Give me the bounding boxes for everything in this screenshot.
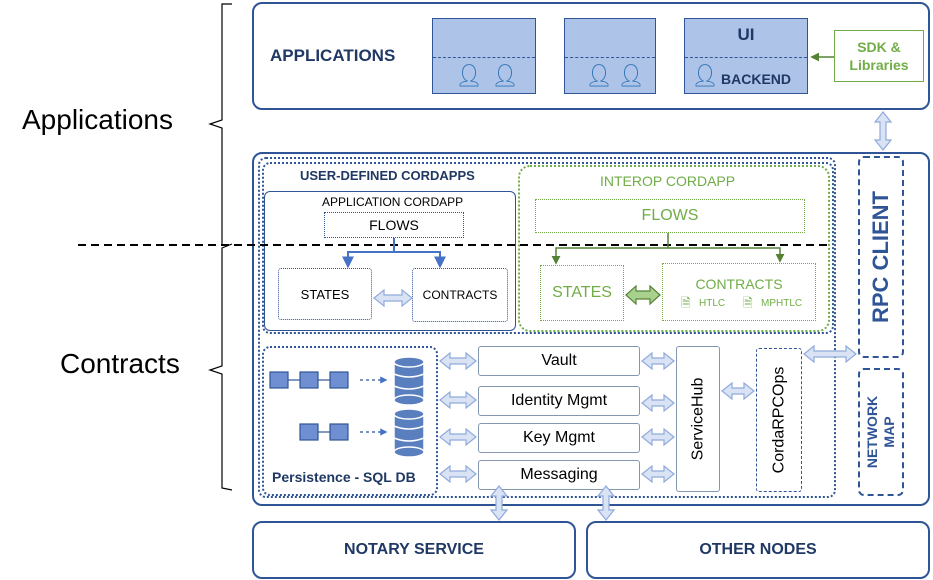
hub-rpcops-arrow — [721, 381, 755, 401]
persistence-box — [262, 346, 438, 496]
contracts-brace — [208, 243, 233, 491]
flows-to-states-arrow — [342, 238, 395, 269]
notary-service-label: NOTARY SERVICE — [344, 541, 484, 558]
messaging-othernodes-arrow — [596, 485, 616, 521]
vault-hub-arrow — [641, 351, 675, 371]
applications-title: APPLICATIONS — [270, 46, 396, 65]
interop-cordapp-title: INTEROP CORDAPP — [600, 173, 736, 189]
chain-row-2 — [299, 423, 388, 441]
vault-box: Vault — [478, 346, 640, 376]
mphtlc-label: MPHTLC — [761, 298, 803, 309]
node-inner-container — [258, 157, 836, 498]
sdk-label: SDK & — [857, 39, 901, 55]
flows-to-contracts-arrow — [394, 251, 446, 269]
rpc-client-box: RPC CLIENT — [858, 156, 904, 358]
document-icon: 🗎︎ — [681, 296, 691, 310]
identity-mgmt-label: Identity Mgmt — [510, 392, 608, 409]
database-icon — [393, 408, 425, 458]
key-mgmt-label: Key Mgmt — [522, 429, 595, 446]
user-defined-cordapps-box — [262, 162, 834, 334]
app-box-1: 👤︎ 👤︎ — [432, 18, 536, 94]
user-icon: 👤︎ — [585, 63, 613, 88]
states-label: STATES — [300, 286, 350, 302]
app-box-divider — [433, 57, 535, 58]
corda-rpc-ops-box: CordaRPCOps — [756, 348, 802, 492]
persistence-key-arrow — [439, 427, 477, 447]
user-icon: 👤︎ — [455, 63, 483, 88]
identity-mgmt-box: Identity Mgmt — [478, 386, 640, 416]
app-box-divider — [565, 57, 655, 58]
interop-flows-to-contracts-arrow — [668, 247, 785, 263]
ui-label: UI — [737, 25, 755, 44]
persistence-label: Persistence - SQL DB — [272, 469, 416, 485]
interop-states-contracts-arrow — [625, 284, 661, 306]
flows-label: FLOWS — [369, 217, 419, 233]
interop-contracts-box: CONTRACTS 🗎︎ HTLC 🗎︎ MPHTLC — [662, 263, 816, 321]
interop-flows-box: FLOWS — [535, 199, 805, 233]
contracts-side-label: Contracts — [60, 348, 180, 379]
notary-service-box: NOTARY SERVICE — [252, 521, 576, 579]
messaging-label: Messaging — [520, 466, 598, 483]
application-cordapp-box — [264, 191, 516, 331]
user-icon: 👤︎ — [617, 63, 645, 88]
backend-label: BACKEND — [721, 71, 791, 87]
interop-states-label: STATES — [552, 284, 612, 301]
user-icon: 👤︎ — [691, 63, 719, 88]
interop-flows-label: FLOWS — [641, 207, 699, 224]
other-nodes-label: OTHER NODES — [699, 541, 817, 558]
key-hub-arrow — [641, 427, 675, 447]
persistence-vault-arrow — [439, 351, 477, 371]
app-box-ui-backend: UI 👤︎ BACKEND — [684, 18, 808, 94]
contracts-label: CONTRACTS — [422, 288, 498, 302]
rpcops-rpcclient-arrow — [803, 344, 857, 364]
libraries-label: Libraries — [849, 57, 909, 73]
app-rpc-arrow — [873, 111, 893, 151]
identity-hub-arrow — [641, 393, 675, 413]
interop-states-box: STATES — [540, 265, 624, 321]
persistence-messaging-arrow — [439, 464, 477, 484]
applications-brace — [208, 3, 232, 244]
interop-flows-to-states-arrow — [551, 233, 669, 265]
htlc-label: HTLC — [699, 298, 726, 309]
contracts-box: CONTRACTS — [412, 268, 508, 322]
flows-box: FLOWS — [324, 212, 464, 238]
interop-cordapp-box — [518, 165, 830, 332]
app-box-divider — [685, 57, 807, 58]
user-defined-cordapps-title: USER-DEFINED CORDAPPS — [300, 168, 475, 183]
states-contracts-arrow — [373, 288, 413, 308]
user-icon: 👤︎ — [491, 63, 519, 88]
other-nodes-box: OTHER NODES — [586, 521, 930, 579]
network-map-box: NETWORK MAP — [858, 368, 904, 496]
database-icon — [393, 356, 425, 406]
states-box: STATES — [278, 268, 372, 320]
chain-row-1 — [269, 371, 388, 389]
messaging-box: Messaging — [478, 460, 640, 490]
sdk-libraries-box: SDK & Libraries — [834, 30, 924, 82]
application-cordapp-title: APPLICATION CORDAPP — [322, 195, 464, 209]
document-icon: 🗎︎ — [743, 296, 753, 310]
messaging-notary-arrow — [489, 485, 509, 521]
service-hub-box: ServiceHub — [676, 346, 720, 492]
messaging-hub-arrow — [641, 464, 675, 484]
persistence-identity-arrow — [439, 390, 477, 410]
interop-contracts-label: CONTRACTS — [695, 276, 783, 292]
applications-side-label: Applications — [22, 104, 173, 135]
key-mgmt-box: Key Mgmt — [478, 423, 640, 453]
vault-label: Vault — [541, 352, 577, 369]
app-box-2: 👤︎ 👤︎ — [564, 18, 656, 94]
